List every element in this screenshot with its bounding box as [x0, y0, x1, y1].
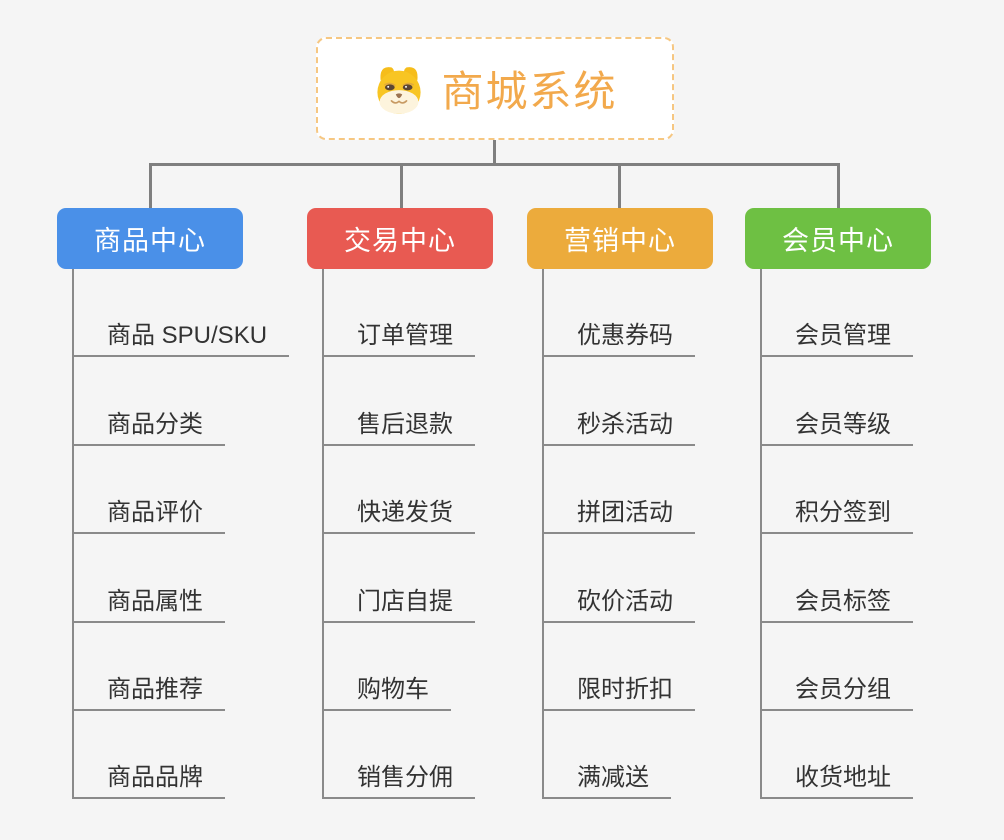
- branch-box-trade-center[interactable]: 交易中心: [307, 208, 493, 269]
- mindmap-item-label: 拼团活动: [544, 492, 695, 535]
- mindmap-item-label: 购物车: [324, 669, 451, 711]
- branch-box-product-center[interactable]: 商品中心: [57, 208, 243, 269]
- root-node-title: 商城系统: [441, 68, 618, 115]
- branch-label-trade-center: 交易中心: [344, 226, 456, 256]
- mindmap-item[interactable]: 满减送: [544, 711, 671, 800]
- mindmap-item[interactable]: 商品评价: [74, 446, 225, 535]
- mindmap-item-label: 销售分佣: [324, 757, 475, 800]
- mindmap-item[interactable]: 商品 SPU/SKU: [74, 269, 290, 358]
- branch-product-center: 商品中心 商品 SPU/SKU 商品分类商品评价商品属性商品推荐商品品牌: [57, 208, 317, 800]
- root-node[interactable]: 商城系统: [316, 37, 674, 140]
- branch-trade-center: 交易中心 订单管理售后退款快递发货门店自提购物车销售分佣: [307, 208, 567, 800]
- mindmap-item-label: 砍价活动: [544, 581, 695, 623]
- branch-box-marketing-center[interactable]: 营销中心: [527, 208, 713, 269]
- mindmap-item-label: 商品分类: [74, 404, 225, 446]
- mindmap-item[interactable]: 收货地址: [762, 711, 913, 800]
- mindmap-item[interactable]: 会员分组: [762, 623, 913, 711]
- mindmap-item[interactable]: 优惠券码: [544, 269, 695, 358]
- mindmap-item-label: 售后退款: [324, 404, 475, 446]
- mindmap-item-label: 会员标签: [762, 581, 913, 623]
- branch-items-member-center: 会员管理会员等级积分签到会员标签会员分组收货地址: [760, 269, 913, 800]
- branch-label-product-center: 商品中心: [94, 226, 206, 256]
- mindmap-item-label: 秒杀活动: [544, 404, 695, 446]
- mindmap-item[interactable]: 商品属性: [74, 534, 225, 623]
- mindmap-item-label: 商品品牌: [74, 757, 225, 800]
- mindmap-item[interactable]: 快递发货: [324, 446, 475, 535]
- dog-face-icon: [377, 66, 422, 114]
- mindmap-item-label: 商品评价: [74, 492, 225, 535]
- mindmap-item-label: 限时折扣: [544, 669, 695, 711]
- mindmap-item[interactable]: 会员等级: [762, 357, 913, 446]
- mindmap-item[interactable]: 拼团活动: [544, 446, 695, 535]
- mindmap-item[interactable]: 销售分佣: [324, 711, 475, 800]
- mindmap-item[interactable]: 积分签到: [762, 446, 913, 535]
- mindmap-item[interactable]: 售后退款: [324, 357, 475, 446]
- branch-label-marketing-center: 营销中心: [564, 226, 676, 256]
- mindmap-item-label: 积分签到: [762, 492, 913, 535]
- mindmap-item-label: 优惠券码: [544, 315, 695, 358]
- mindmap-item-label: 商品属性: [74, 581, 225, 623]
- mindmap-item[interactable]: 订单管理: [324, 269, 475, 358]
- branch-box-member-center[interactable]: 会员中心: [745, 208, 931, 269]
- connector-drop-marketing-center: [618, 163, 621, 210]
- mindmap-item[interactable]: 会员管理: [762, 269, 913, 358]
- mindmap-item[interactable]: 商品推荐: [74, 623, 225, 711]
- branch-member-center: 会员中心 会员管理会员等级积分签到会员标签会员分组收货地址: [745, 208, 1004, 800]
- mindmap-item-label: 快递发货: [324, 492, 475, 535]
- connector-drop-member-center: [837, 163, 840, 210]
- mindmap-item[interactable]: 门店自提: [324, 534, 475, 623]
- mindmap-item[interactable]: 商品分类: [74, 357, 225, 446]
- mindmap-item[interactable]: 商品品牌: [74, 711, 225, 800]
- connector-root-drop: [493, 140, 496, 166]
- connector-drop-product-center: [149, 163, 152, 210]
- mindmap-item-label: 会员分组: [762, 669, 913, 711]
- mindmap-item-label: 会员等级: [762, 404, 913, 446]
- mindmap-item[interactable]: 限时折扣: [544, 623, 695, 711]
- mindmap-item-label: 门店自提: [324, 581, 475, 623]
- branch-label-member-center: 会员中心: [782, 226, 894, 256]
- mindmap-item-label: 会员管理: [762, 315, 913, 358]
- branch-items-product-center: 商品 SPU/SKU 商品分类商品评价商品属性商品推荐商品品牌: [72, 269, 290, 800]
- mindmap-item[interactable]: 砍价活动: [544, 534, 695, 623]
- connector-drop-trade-center: [400, 163, 403, 210]
- mindmap-item[interactable]: 会员标签: [762, 534, 913, 623]
- mindmap-item[interactable]: 购物车: [324, 623, 451, 711]
- branch-items-marketing-center: 优惠券码秒杀活动拼团活动砍价活动限时折扣满减送: [542, 269, 695, 800]
- mindmap-item[interactable]: 秒杀活动: [544, 357, 695, 446]
- mindmap-item-label: 收货地址: [762, 757, 913, 800]
- connector-horizontal: [149, 163, 840, 166]
- mindmap-item-label: 商品推荐: [74, 669, 225, 711]
- branch-items-trade-center: 订单管理售后退款快递发货门店自提购物车销售分佣: [322, 269, 475, 800]
- mindmap-item-label: 订单管理: [324, 315, 475, 358]
- mindmap-item-label: 满减送: [544, 757, 671, 800]
- branch-marketing-center: 营销中心 优惠券码秒杀活动拼团活动砍价活动限时折扣满减送: [527, 208, 787, 800]
- mindmap-item-label: 商品 SPU/SKU: [74, 315, 290, 358]
